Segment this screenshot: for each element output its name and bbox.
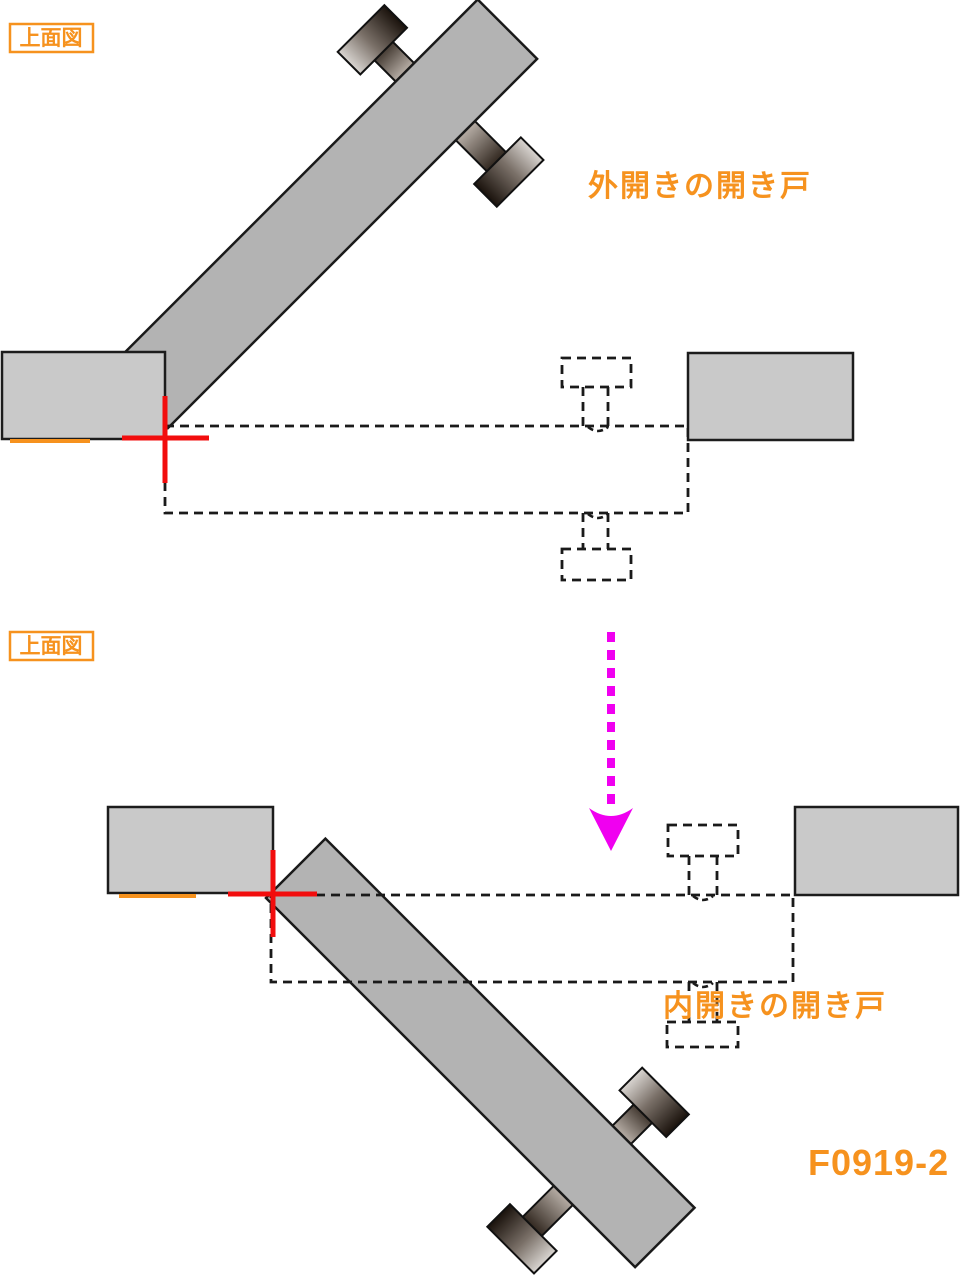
view-label-border	[8, 22, 95, 54]
hinge-cross	[228, 850, 317, 937]
closed-door-outline	[163, 424, 690, 515]
closed-door-handle-bottom	[665, 981, 740, 1049]
closed-door-handle-top	[560, 356, 633, 433]
hinge-cross	[122, 396, 209, 483]
handle-bar-outline	[560, 547, 633, 582]
figure-code: F0919-2	[808, 1142, 949, 1183]
handle-grip-outline	[587, 512, 609, 520]
handle-bar-outline	[665, 1020, 740, 1049]
closed-door-outline	[269, 893, 795, 984]
diagram-inward: 上面図 内開きの開き戸 F0919-2	[8, 630, 960, 1280]
wall-right	[793, 805, 960, 897]
handle-grip-outline	[692, 894, 714, 902]
handle-bar-outline	[560, 356, 633, 389]
closed-door-handle-top	[666, 823, 740, 902]
arrow-head	[589, 808, 633, 851]
closed-door-handle-bottom	[560, 512, 633, 582]
view-label-bottom: 上面図	[8, 630, 95, 662]
handle-bar-outline	[666, 823, 740, 858]
view-label-border	[8, 630, 95, 662]
view-label-text: 上面図	[20, 635, 83, 658]
view-label-text: 上面図	[20, 27, 83, 50]
diagram-outward: 上面図 外開きの開き戸	[0, 0, 855, 582]
view-label-top: 上面図	[8, 22, 95, 54]
transition-arrow	[589, 632, 633, 851]
handle-grip-outline	[587, 425, 609, 433]
handle-grip-outline	[692, 981, 714, 989]
wall-left	[0, 350, 167, 441]
caption-inward: 内開きの開き戸	[663, 990, 887, 1023]
caption-outward: 外開きの開き戸	[588, 170, 812, 203]
wall-left	[106, 805, 275, 895]
open-door-inward	[211, 793, 740, 1280]
wall-right	[686, 351, 855, 442]
